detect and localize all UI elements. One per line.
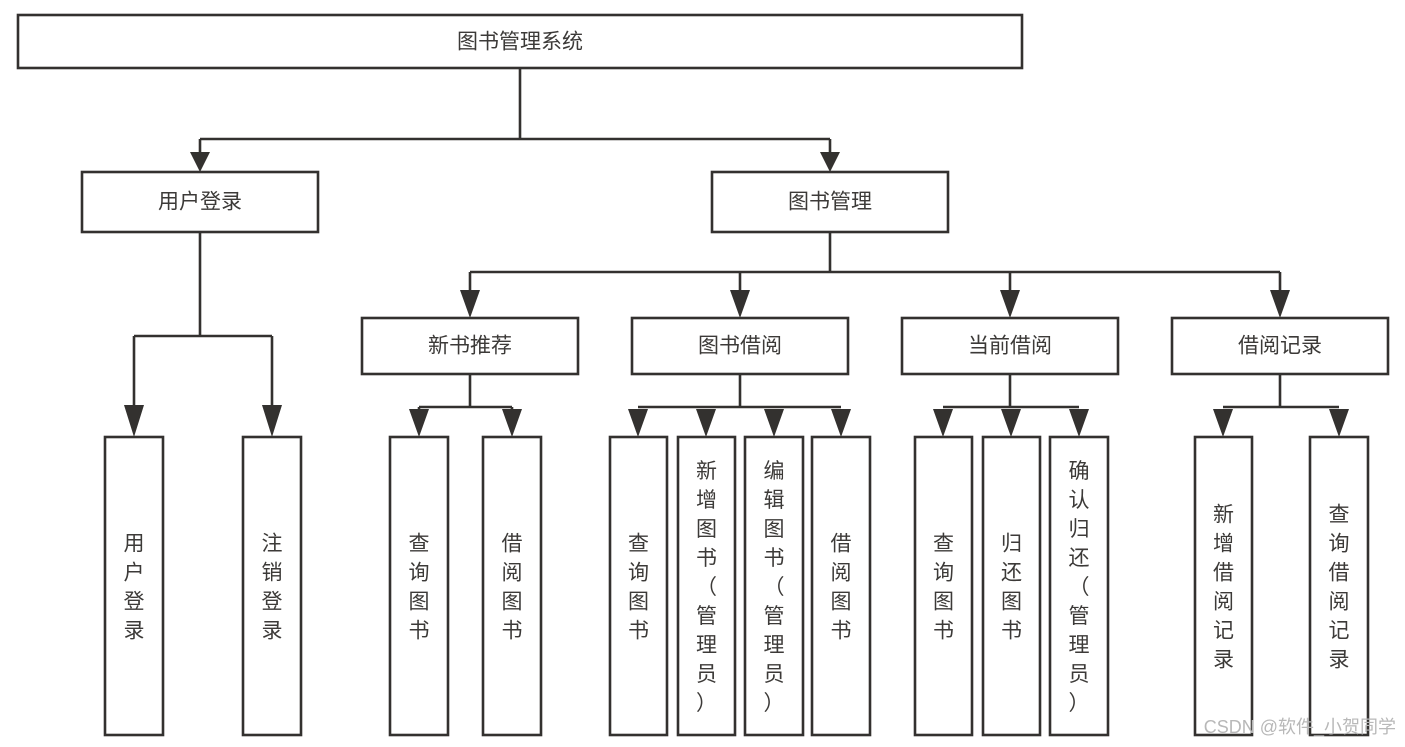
node-book-borrow-label: 图书借阅 <box>698 335 782 358</box>
node-leaf-query-book-current[interactable]: 查询图书 <box>913 435 974 737</box>
node-leaf-return-book[interactable]: 归还图书 <box>981 435 1042 737</box>
node-leaf-query-book-borrow-label: 查询图书 <box>628 533 649 643</box>
node-leaf-query-book-current-label: 查询图书 <box>933 533 954 643</box>
arrow-head-leaf-user-login <box>124 405 144 437</box>
arrow-head-leaf-query-book-current <box>933 409 953 437</box>
node-leaf-query-book-current-box[interactable] <box>913 435 974 737</box>
node-leaf-edit-book-admin-label: 编辑图书（管理员） <box>764 460 785 715</box>
node-leaf-borrow-book-recommend-label: 借阅图书 <box>502 533 523 643</box>
arrow-head-leaf-confirm-return-admin <box>1069 409 1089 437</box>
arrow-head-leaf-edit-book-admin <box>764 409 784 437</box>
node-leaf-confirm-return-admin-label: 确认归还（管理员） <box>1069 460 1090 715</box>
vertical-paren-glyph: ） <box>1069 692 1090 715</box>
vertical-paren-glyph: （ <box>1069 576 1090 599</box>
node-current-borrow-box[interactable] <box>900 316 1120 376</box>
node-current-borrow-label: 当前借阅 <box>968 335 1052 358</box>
node-leaf-query-borrow-record-box[interactable] <box>1308 435 1370 737</box>
node-leaf-borrow-book-box[interactable] <box>810 435 872 737</box>
node-leaf-return-book-box[interactable] <box>981 435 1042 737</box>
arrow-head-leaf-borrow-book-recommend <box>502 409 522 437</box>
node-root-box[interactable] <box>16 13 1024 70</box>
arrow-head-leaf-add-borrow-record <box>1213 409 1233 437</box>
node-book-management[interactable]: 图书管理 <box>710 170 950 234</box>
node-borrow-record-label: 借阅记录 <box>1238 335 1322 358</box>
arrow-head-leaf-borrow-book <box>831 409 851 437</box>
node-borrow-record[interactable]: 借阅记录 <box>1170 316 1390 376</box>
node-leaf-logout-box[interactable] <box>241 435 303 737</box>
node-leaf-confirm-return-admin[interactable]: 确认归还（管理员） <box>1048 435 1110 737</box>
node-root[interactable]: 图书管理系统 <box>16 13 1024 70</box>
node-root-label: 图书管理系统 <box>457 31 583 54</box>
node-leaf-add-book-admin-box[interactable] <box>676 435 737 737</box>
node-leaf-add-book-admin[interactable]: 新增图书（管理员） <box>676 435 737 737</box>
csdn-watermark: CSDN @软件_小贺同学 <box>1204 717 1396 738</box>
node-leaf-query-book-recommend-box[interactable] <box>388 435 450 737</box>
node-user-login-label: 用户登录 <box>158 191 242 214</box>
node-leaf-user-login-box[interactable] <box>103 435 165 737</box>
node-leaf-borrow-book-recommend[interactable]: 借阅图书 <box>481 435 543 737</box>
node-user-login[interactable]: 用户登录 <box>80 170 320 234</box>
node-leaf-edit-book-admin-box[interactable] <box>743 435 805 737</box>
node-leaf-query-book-recommend-label: 查询图书 <box>409 533 430 643</box>
arrow-head-user-login <box>190 152 210 172</box>
node-leaf-confirm-return-admin-box[interactable] <box>1048 435 1110 737</box>
node-leaf-logout[interactable]: 注销登录 <box>241 435 303 737</box>
node-leaf-query-borrow-record[interactable]: 查询借阅记录 <box>1308 435 1370 737</box>
node-leaf-return-book-label: 归还图书 <box>1001 533 1022 643</box>
node-leaf-borrow-book-label: 借阅图书 <box>831 533 852 643</box>
node-new-book-recommend-box[interactable] <box>360 316 580 376</box>
node-leaf-add-borrow-record-label: 新增借阅记录 <box>1213 504 1234 672</box>
node-leaf-logout-label: 注销登录 <box>262 533 283 643</box>
vertical-paren-glyph: ） <box>696 692 717 715</box>
node-leaf-query-book-borrow[interactable]: 查询图书 <box>608 435 669 737</box>
node-book-borrow[interactable]: 图书借阅 <box>630 316 850 376</box>
node-leaf-add-borrow-record-box[interactable] <box>1193 435 1254 737</box>
arrow-head-new-book-recommend <box>460 290 480 318</box>
node-book-management-label: 图书管理 <box>788 191 872 214</box>
node-leaf-user-login-label: 用户登录 <box>124 533 145 643</box>
node-leaf-add-borrow-record[interactable]: 新增借阅记录 <box>1193 435 1254 737</box>
vertical-paren-glyph: （ <box>764 576 785 599</box>
connector-layer <box>124 68 1349 437</box>
arrow-head-current-borrow <box>1000 290 1020 318</box>
node-book-borrow-box[interactable] <box>630 316 850 376</box>
node-book-management-box[interactable] <box>710 170 950 234</box>
node-new-book-recommend[interactable]: 新书推荐 <box>360 316 580 376</box>
node-leaf-user-login[interactable]: 用户登录 <box>103 435 165 737</box>
arrow-head-book-management <box>820 152 840 172</box>
node-leaf-query-book-borrow-box[interactable] <box>608 435 669 737</box>
node-borrow-record-box[interactable] <box>1170 316 1390 376</box>
node-leaf-query-borrow-record-label: 查询借阅记录 <box>1329 504 1350 672</box>
arrow-head-leaf-add-book-admin <box>696 409 716 437</box>
node-user-login-box[interactable] <box>80 170 320 234</box>
vertical-paren-glyph: （ <box>696 576 717 599</box>
node-new-book-recommend-label: 新书推荐 <box>428 335 512 358</box>
arrow-head-leaf-logout <box>262 405 282 437</box>
node-leaf-edit-book-admin[interactable]: 编辑图书（管理员） <box>743 435 805 737</box>
arrow-head-leaf-query-book-recommend <box>409 409 429 437</box>
node-leaf-borrow-book[interactable]: 借阅图书 <box>810 435 872 737</box>
vertical-paren-glyph: ） <box>764 692 785 715</box>
node-leaf-add-book-admin-label: 新增图书（管理员） <box>696 460 717 715</box>
arrow-head-leaf-query-borrow-record <box>1329 409 1349 437</box>
arrow-head-book-borrow <box>730 290 750 318</box>
arrow-head-leaf-return-book <box>1001 409 1021 437</box>
arrow-head-borrow-record <box>1270 290 1290 318</box>
leaf-node-layer: 用户登录 注销登录 查询图书 借阅图书 查询图书 新增图书（管理员） 编辑图书（管理员） 借阅… <box>103 435 1370 737</box>
node-leaf-query-book-recommend[interactable]: 查询图书 <box>388 435 450 737</box>
node-current-borrow[interactable]: 当前借阅 <box>900 316 1120 376</box>
node-leaf-borrow-book-recommend-box[interactable] <box>481 435 543 737</box>
arrow-head-leaf-query-book-borrow <box>628 409 648 437</box>
